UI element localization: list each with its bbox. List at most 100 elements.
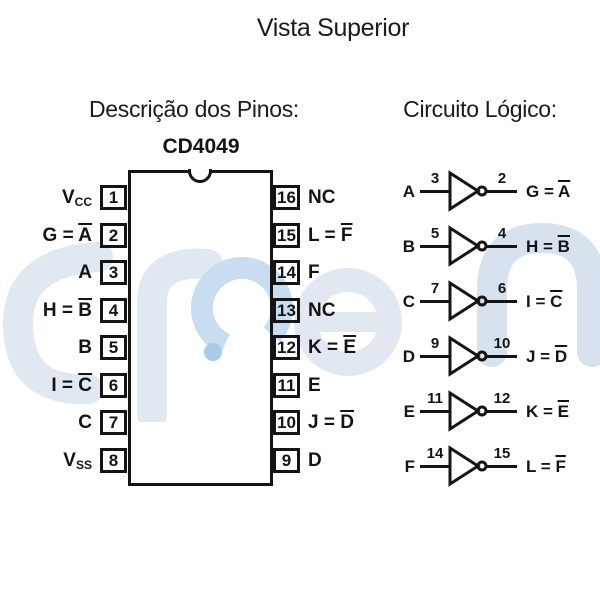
gate-output-label: K = E — [526, 401, 569, 421]
pin-number-box: 3 — [100, 260, 127, 285]
pin-label: G = A — [42, 224, 92, 246]
ic-notch — [188, 169, 212, 183]
output-wire: 6 — [487, 279, 517, 323]
output-wire: 15 — [487, 444, 517, 488]
pin-label: K = E — [308, 337, 357, 358]
pin-number-box: 5 — [100, 335, 127, 360]
gate-output-label: J = D — [526, 346, 568, 366]
pin-label: VCC — [61, 186, 92, 209]
proesi-watermark-logo — [3, 222, 600, 422]
input-pin-number: 7 — [430, 280, 440, 297]
input-wire: 3 — [420, 169, 450, 213]
logic-section-heading: Circuito Lógico: — [403, 96, 557, 122]
output-wire: 10 — [487, 334, 517, 378]
pin-label: VSS — [63, 449, 92, 472]
watermark-letter-r — [137, 248, 223, 422]
output-pin-number: 6 — [497, 280, 507, 297]
pin-label: NC — [308, 300, 336, 321]
pin-number-box: 9 — [273, 448, 300, 473]
pin-row-7: C 7 — [0, 410, 127, 435]
pin-row-8: VSS 8 — [0, 448, 127, 473]
gate-input-label: E — [403, 401, 415, 421]
pin-number-box: 4 — [100, 298, 127, 323]
pin-label: B — [78, 336, 92, 358]
pin-number-box: 11 — [273, 373, 300, 398]
pin-number-box: 12 — [273, 335, 300, 360]
output-pin-number: 12 — [493, 390, 511, 407]
pin-row-12: 12 K = E — [273, 335, 356, 360]
pin-row-2: G = A 2 — [0, 223, 127, 248]
pin-row-13: 13 NC — [273, 298, 335, 323]
inverter-row-b: B 5 4 H = B — [397, 224, 570, 268]
input-pin-number: 11 — [427, 390, 443, 407]
input-pin-number: 3 — [430, 170, 440, 187]
input-wire: 11 — [420, 389, 450, 433]
pin-number-box: 6 — [100, 373, 127, 398]
pin-row-3: A 3 — [0, 260, 127, 285]
inverter-row-c: C 7 6 I = C — [397, 279, 562, 323]
pin-label: C — [78, 411, 92, 433]
gate-input-label: A — [402, 181, 415, 201]
pin-number-box: 1 — [100, 185, 127, 210]
output-wire: 12 — [487, 389, 517, 433]
pin-row-10: 10 J = D — [273, 410, 354, 435]
ic-package-body — [128, 170, 273, 486]
inverter-gate-icon — [448, 445, 488, 487]
watermark-dot — [204, 343, 222, 361]
pin-row-4: H = B 4 — [0, 298, 127, 323]
page-title: Vista Superior — [256, 14, 410, 42]
inverter-gate-icon — [448, 225, 488, 267]
pin-row-5: B 5 — [0, 335, 127, 360]
input-wire: 5 — [420, 224, 450, 268]
pin-label: E — [308, 375, 321, 396]
gate-input-label: C — [402, 291, 415, 311]
gate-output-label: I = C — [526, 291, 563, 311]
pin-number-box: 13 — [273, 298, 300, 323]
pin-row-11: 11 E — [273, 373, 321, 398]
inverter-gate-icon — [448, 335, 488, 377]
pin-row-15: 15 L = F — [273, 223, 353, 248]
gate-input-label: F — [404, 456, 415, 476]
output-pin-number: 2 — [497, 170, 507, 187]
pin-number-box: 2 — [100, 223, 127, 248]
gate-input-label: D — [402, 346, 415, 366]
pin-label: J = D — [308, 412, 354, 433]
pin-label: D — [308, 450, 322, 471]
output-pin-number: 15 — [493, 445, 511, 462]
pin-label: A — [78, 261, 92, 283]
pin-number-box: 8 — [100, 448, 127, 473]
inverter-gate-icon — [448, 280, 488, 322]
inverter-row-a: A 3 2 G = A — [397, 169, 570, 213]
gate-output-label: G = A — [526, 181, 571, 201]
pin-row-9: 9 D — [273, 448, 322, 473]
pin-number-box: 7 — [100, 410, 127, 435]
input-pin-number: 14 — [426, 445, 444, 462]
inverter-gate-icon — [448, 170, 488, 212]
output-wire: 4 — [487, 224, 517, 268]
inverter-row-d: D 9 10 J = D — [397, 334, 567, 378]
inverter-gate-icon — [448, 390, 488, 432]
pin-label: I = C — [51, 374, 92, 396]
input-wire: 7 — [420, 279, 450, 323]
gate-output-label: H = B — [526, 236, 570, 256]
pin-row-16: 16 NC — [273, 185, 335, 210]
pin-number-box: 16 — [273, 185, 300, 210]
output-pin-number: 10 — [493, 335, 511, 352]
input-pin-number: 5 — [430, 225, 440, 242]
inverter-row-e: E 11 12 K = E — [397, 389, 569, 433]
gate-output-label: L = F — [526, 456, 566, 476]
input-pin-number: 9 — [430, 335, 440, 352]
output-wire: 2 — [487, 169, 517, 213]
output-pin-number: 4 — [497, 225, 507, 242]
pin-label: NC — [308, 187, 336, 208]
pin-number-box: 14 — [273, 260, 300, 285]
pin-row-6: I = C 6 — [0, 373, 127, 398]
pin-row-1: VCC 1 — [0, 185, 127, 210]
inverter-row-f: F 14 15 L = F — [397, 444, 566, 488]
watermark-letter-p — [3, 242, 113, 405]
pin-label: L = F — [308, 225, 353, 246]
watermark-letter-si — [477, 222, 600, 367]
pin-label: H = B — [42, 299, 92, 321]
pin-number-box: 10 — [273, 410, 300, 435]
